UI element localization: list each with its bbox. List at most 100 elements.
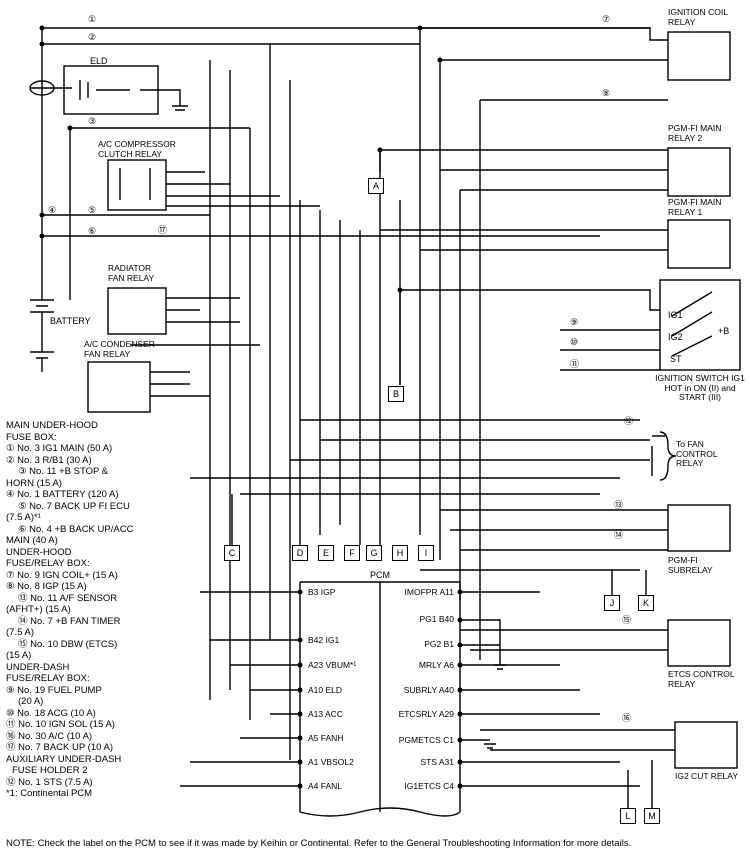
fuse-mark-9: ⑨ [570,317,579,327]
ig1-label: IG1 [668,310,683,320]
fuse-mark-4: ④ [48,205,57,215]
pcm-label: PCM [370,570,390,580]
fuse-mark-5: ⑤ [88,205,97,215]
pcm-pin-c1-pgmetcs: PGMETCS C1 [398,735,454,745]
legend-line: ⑨ No. 19 FUEL PUMP [6,684,102,696]
fuse-mark-6: ⑥ [88,226,97,236]
connector-i: I [418,545,434,561]
connector-l: L [620,808,636,824]
fuse-mark-10: ⑩ [570,337,579,347]
ignition-switch-label: IGNITION SWITCH IG1 HOT in ON (II) and S… [655,373,745,402]
ac-condenser-relay-label: A/C CONDENSER FAN RELAY [84,339,155,359]
connector-c: C [224,545,240,561]
legend-line: ⑧ No. 8 IGP (15 A) [6,581,87,592]
legend-line: (AFHT+) (15 A) [6,604,71,615]
pcm-pin-a4-fanl: A4 FANL [308,781,343,791]
connector-g: G [366,545,382,561]
legend-line: (7.5 A) [6,627,34,638]
fuse-mark-1: ① [88,14,97,24]
connector-h: H [392,545,408,561]
ig2-label: IG2 [668,332,683,342]
pcm-pin-a13-acc: A13 ACC [308,709,343,719]
eld-label: ELD [90,56,108,66]
pcm-pin-c4-ig1etcs: IG1ETCS C4 [404,781,454,791]
connector-d: D [292,545,308,561]
pcm-pin-b3-igp: B3 IGP [308,587,336,597]
legend-line: ⑫ No. 1 STS (7.5 A) [6,776,93,788]
fuse-mark-2: ② [88,32,97,42]
legend-line: ⑬ No. 11 A/F SENSOR [18,592,118,604]
pcm-pin-b40-pg1: PG1 B40 [419,614,455,624]
pgm-fi-main2-label: PGM-FI MAIN RELAY 2 [668,123,722,143]
legend-line: ⑩ No. 18 ACG (10 A) [6,707,96,719]
fuse-mark-8: ⑧ [602,88,611,98]
legend-line: UNDER-DASH [6,661,70,673]
connector-a: A [368,178,384,194]
fuse-mark-3: ③ [88,116,97,126]
pcm-pin-b42-ig1: B42 IG1 [308,635,340,645]
pcm-pin-a5-fanh: A5 FANH [308,733,344,743]
pgm-fi-subrelay-label: PGM-FI SUBRELAY [668,555,713,575]
legend-line: FUSE HOLDER 2 [12,765,88,776]
fuse-mark-17: ⑰ [158,225,168,235]
legend-line: ⑰ No. 7 BACK UP (10 A) [6,742,114,753]
legend-line: ⑭ No. 7 +B FAN TIMER [18,615,121,627]
fuse-mark-15: ⑮ [622,615,632,625]
legend-line: ⑦ No. 9 IGN COIL+ (15 A) [6,569,118,581]
fuse-mark-12: ⑫ [624,416,634,426]
legend-line: (20 A) [18,696,44,707]
fuse-mark-13: ⑬ [614,500,624,510]
legend-line: ⑤ No. 7 BACK UP FI ECU [18,500,130,512]
plus-b-label: +B [718,326,730,336]
connector-j: J [604,595,620,611]
connector-m: M [644,808,660,824]
connector-e: E [318,545,334,561]
legend-line: ④ No. 1 BATTERY (120 A) [6,489,119,500]
pcm-pin-a11-imofpr: IMOFPR A11 [404,587,454,597]
legend-line: (15 A) [6,650,32,661]
pcm-pin-a40-subrly: SUBRLY A40 [403,685,454,695]
legend-line: ⑮ No. 10 DBW (ETCS) [18,638,118,650]
radiator-fan-relay-label: RADIATOR FAN RELAY [108,263,155,283]
legend-line: AUXILIARY UNDER-DASH [6,753,122,765]
pcm-pin-a29-etcsrly: ETCSRLY A29 [398,709,454,719]
legend-line: HORN (15 A) [6,477,62,489]
battery-label: BATTERY [50,316,91,326]
legend-line: ① No. 3 IG1 MAIN (50 A) [6,443,113,454]
pcm-pin-b1-pg2: PG2 B1 [424,639,454,649]
legend-line: FUSE/RELAY BOX: [6,673,90,684]
ignition-coil-relay-label: IGNITION COIL RELAY [668,7,728,27]
legend-line: FUSE BOX: [6,431,57,443]
ig2-cut-relay-label: IG2 CUT RELAY [675,771,738,781]
pcm-pin-a31-sts: STS A31 [420,757,454,767]
pcm-note: NOTE: Check the label on the PCM to see … [6,838,632,849]
pcm-pin-a6-mrly: MRLY A6 [418,660,454,670]
legend-line: FUSE/RELAY BOX: [6,558,90,569]
legend-line: *1: Continental PCM [6,788,93,799]
ac-compressor-relay-label: A/C COMPRESSOR CLUTCH RELAY [98,139,176,159]
to-fan-control-label: To FAN CONTROL RELAY [676,439,718,468]
connector-k: K [638,595,654,611]
legend-line: ⑪ No. 10 IGN SOL (15 A) [6,719,115,730]
pcm-pin-a1-vbsol2: A1 VBSOL2 [308,757,354,767]
legend-line: MAIN UNDER-HOOD [6,420,98,431]
legend-line: UNDER-HOOD [6,546,72,558]
fuse-mark-16: ⑯ [622,713,632,723]
legend-line: ③ No. 11 +B STOP & [18,466,109,477]
legend-line: ⑥ No. 4 +B BACK UP/ACC [18,523,134,535]
connector-f: F [344,545,360,561]
pcm-pin-a10-eld: A10 ELD [308,685,343,695]
pgm-fi-main1-label: PGM-FI MAIN RELAY 1 [668,197,722,217]
fuse-mark-14: ⑭ [614,530,624,540]
legend-line: (7.5 A)*¹ [6,512,41,523]
fuse-mark-7: ⑦ [602,14,611,24]
fuse-mark-11: ⑪ [570,359,580,369]
connector-b: B [388,386,404,402]
st-label: ST [670,354,682,364]
pcm-pin-a23-vbum: A23 VBUM*¹ [308,660,357,670]
legend-line: MAIN (40 A) [6,535,58,546]
legend-line: ② No. 3 R/B1 (30 A) [6,454,92,466]
legend-line: ⑯ No. 30 A/C (10 A) [6,730,93,742]
etcs-control-relay-label: ETCS CONTROL RELAY [668,669,735,689]
